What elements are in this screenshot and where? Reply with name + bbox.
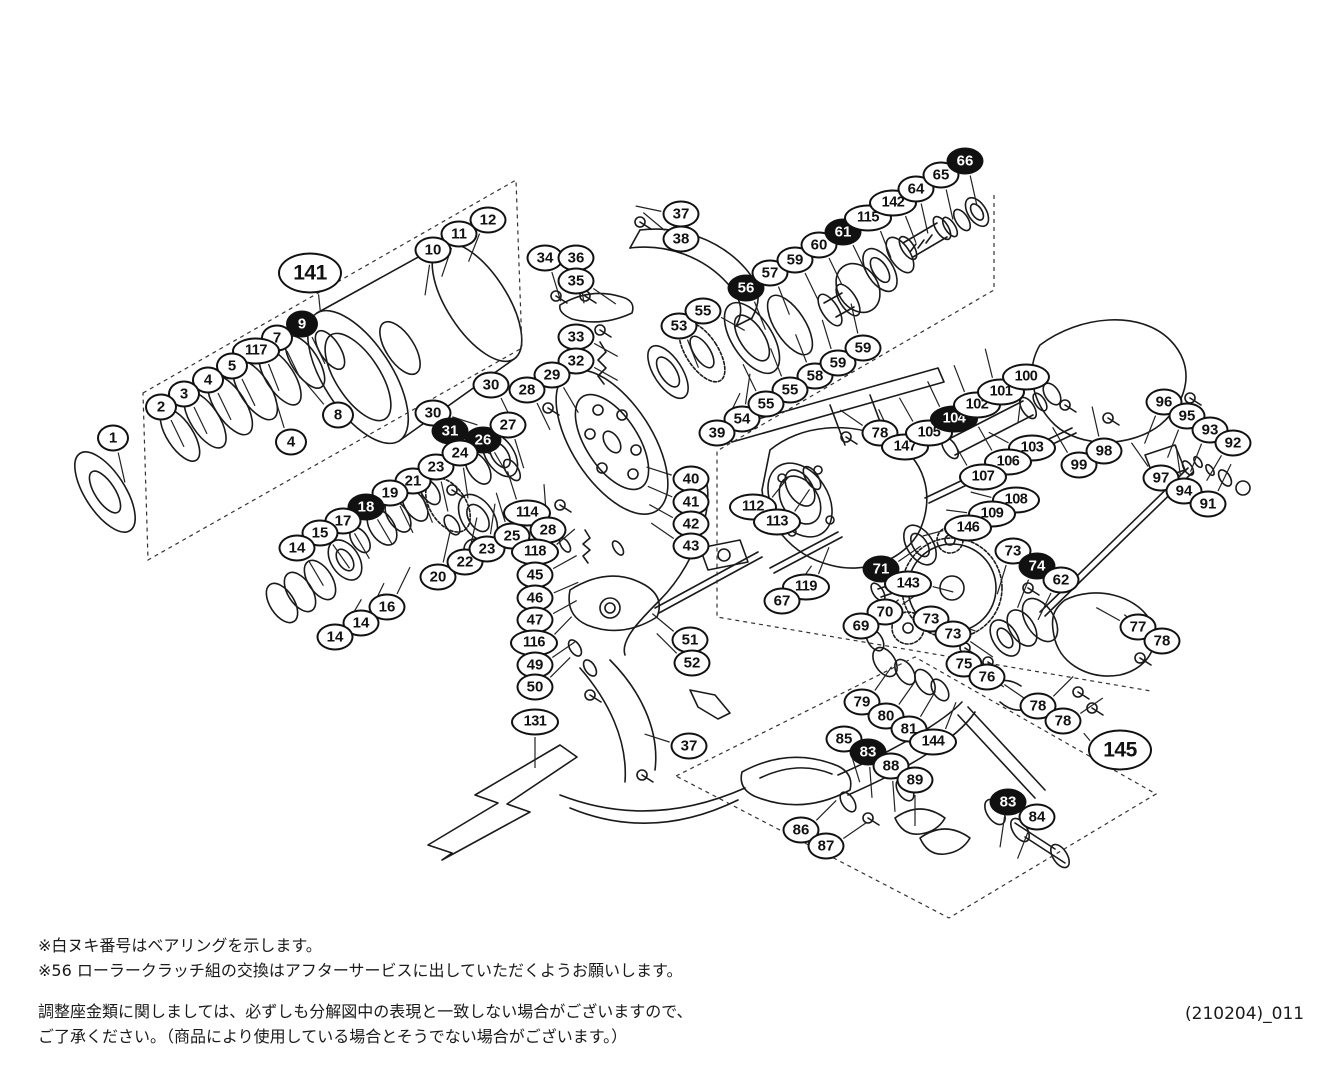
dashed-group-boxes	[142, 178, 1158, 919]
callout-14: 14	[316, 623, 354, 651]
callout-10: 10	[414, 236, 452, 264]
callout-117: 117	[232, 337, 280, 365]
callout-33: 33	[557, 323, 595, 351]
callout-42: 42	[672, 510, 710, 538]
callout-5: 5	[216, 352, 248, 380]
callout-18: 18	[347, 493, 385, 521]
callout-37: 37	[670, 732, 708, 760]
callout-30: 30	[472, 371, 510, 399]
callout-55: 55	[771, 376, 809, 404]
callout-78: 78	[1044, 707, 1082, 735]
callout-143: 143	[884, 570, 932, 598]
callout-40: 40	[672, 465, 710, 493]
callout-118: 118	[511, 538, 559, 566]
callout-78: 78	[1143, 627, 1181, 655]
callout-24: 24	[441, 439, 479, 467]
callout-84: 84	[1018, 803, 1056, 831]
callout-39: 39	[698, 419, 736, 447]
callout-37: 37	[662, 200, 700, 228]
callout-35: 35	[557, 267, 595, 295]
callout-145: 145	[1088, 729, 1152, 771]
callout-66: 66	[946, 147, 984, 175]
callout-92: 92	[1214, 429, 1252, 457]
callout-59: 59	[844, 334, 882, 362]
callout-109: 109	[968, 500, 1016, 528]
callout-8: 8	[322, 401, 354, 429]
callout-80: 80	[867, 702, 905, 730]
callout-88: 88	[872, 752, 910, 780]
callout-55: 55	[747, 390, 785, 418]
callout-23: 23	[468, 535, 506, 563]
callout-52: 52	[673, 649, 711, 677]
callout-141: 141	[278, 252, 342, 294]
callout-1: 1	[97, 424, 129, 452]
callout-113: 113	[753, 508, 801, 536]
callout-50: 50	[516, 673, 554, 701]
callout-2: 2	[145, 393, 177, 421]
callout-19: 19	[371, 479, 409, 507]
callout-131: 131	[511, 708, 559, 736]
callout-60: 60	[800, 231, 838, 259]
callout-28: 28	[508, 376, 546, 404]
callout-32: 32	[557, 347, 595, 375]
document-number: (210204)_011	[1185, 1004, 1305, 1024]
callout-27: 27	[489, 411, 527, 439]
callout-16: 16	[368, 593, 406, 621]
callout-51: 51	[671, 626, 709, 654]
callout-114: 114	[503, 499, 551, 527]
callout-62: 62	[1042, 566, 1080, 594]
callout-89: 89	[896, 766, 934, 794]
callout-4: 4	[275, 428, 307, 456]
callout-106: 106	[984, 448, 1032, 476]
disclaimer-notes: 調整座金類に関しましては、必ずしも分解図中の表現と一致しない場合がございますので…	[38, 1002, 693, 1046]
callout-107: 107	[959, 463, 1007, 491]
callout-69: 69	[842, 612, 880, 640]
callout-87: 87	[807, 832, 845, 860]
callout-43: 43	[672, 532, 710, 560]
callout-91: 91	[1189, 490, 1227, 518]
callout-55: 55	[684, 297, 722, 325]
callout-98: 98	[1085, 437, 1123, 465]
callout-73: 73	[934, 620, 972, 648]
callout-14: 14	[278, 534, 316, 562]
callout-12: 12	[469, 206, 507, 234]
callout-146: 146	[944, 514, 992, 542]
callout-76: 76	[968, 663, 1006, 691]
bearing-notes: ※白ヌキ番号はベアリングを示します。 ※56 ローラークラッチ組の交換はアフター…	[38, 936, 683, 980]
callout-38: 38	[662, 225, 700, 253]
callout-108: 108	[992, 486, 1040, 514]
callout-61: 61	[824, 218, 862, 246]
callout-100: 100	[1002, 363, 1050, 391]
callout-144: 144	[909, 728, 957, 756]
callout-67: 67	[763, 587, 801, 615]
